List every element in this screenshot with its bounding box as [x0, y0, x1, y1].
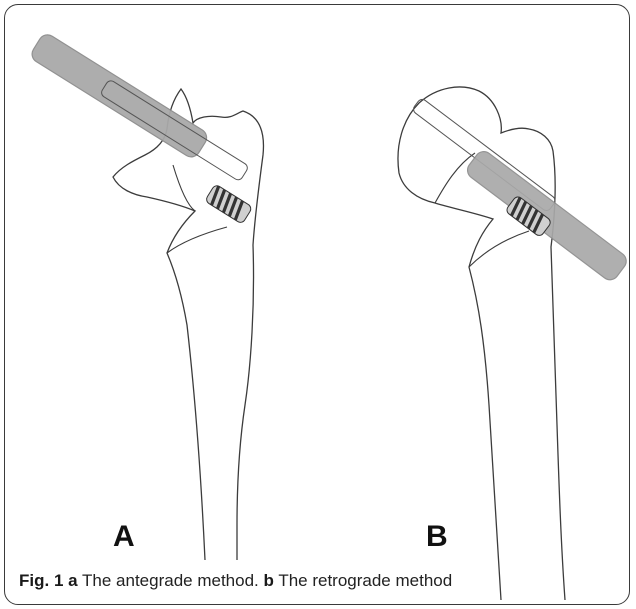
- nail-rod-a: [29, 31, 210, 160]
- caption-fig-label: Fig. 1: [19, 571, 63, 590]
- caption-part-b-text: The retrograde method: [278, 571, 452, 590]
- panel-label-b: B: [426, 520, 448, 554]
- femur-outline-a: [113, 89, 263, 560]
- panel-label-a: A: [113, 520, 135, 554]
- caption-part-a-letter: a: [68, 571, 77, 590]
- screw-a: [205, 184, 253, 224]
- caption-part-b-letter: b: [264, 571, 274, 590]
- nail-rod-b: [464, 148, 630, 283]
- figure-caption: Fig. 1 a The antegrade method. b The ret…: [19, 571, 452, 591]
- caption-part-a-text: The antegrade method.: [82, 571, 259, 590]
- femur-illustration: [5, 5, 630, 605]
- panel-a-drawing: [29, 31, 264, 560]
- figure-frame: A B Fig. 1 a The antegrade method. b The…: [4, 4, 630, 605]
